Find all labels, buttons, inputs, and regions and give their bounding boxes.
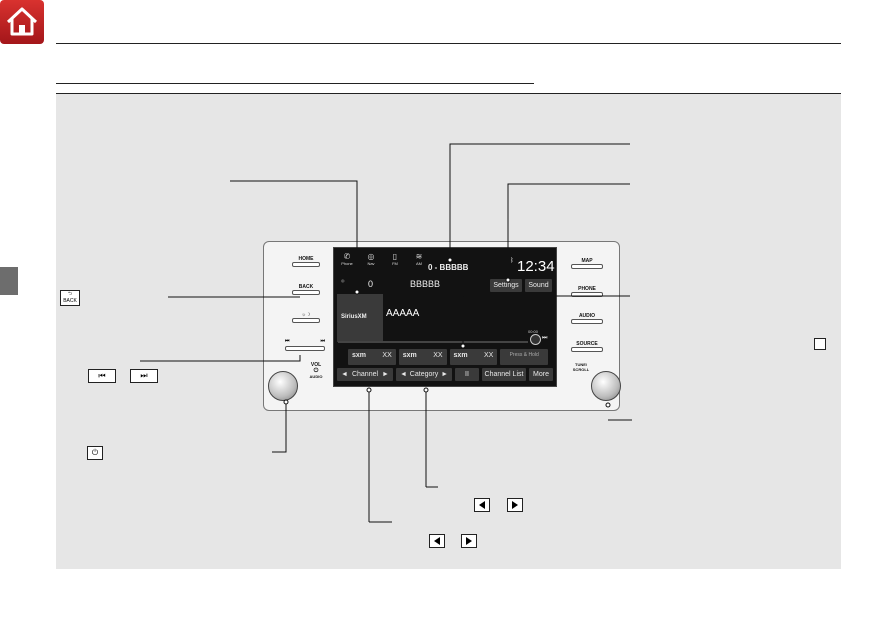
power-icon: ⏻ (87, 446, 103, 460)
preset-bar: sxm XX sxm XX sxm XX Press & Hold (348, 349, 549, 365)
skip-forward-icon: ⏭ (130, 369, 158, 383)
audio-button-bar (571, 319, 603, 324)
back-button-label: BACK (298, 284, 314, 290)
skip-forward-screen-icon[interactable]: ⏭ (542, 335, 548, 341)
bluetooth-icon: ᛒ (510, 258, 514, 264)
back-icon: ⮌BACK (60, 290, 80, 306)
reference-square (814, 338, 826, 350)
volume-audio-label: AUDIO (309, 374, 323, 379)
tab-fm-label: FM (392, 261, 398, 266)
skip-back-icon: ⏮ (88, 369, 116, 383)
phone-icon: ✆ (343, 252, 351, 261)
channel-button[interactable]: ◄ Channel ► (337, 368, 393, 381)
song-title: AAAAA (386, 308, 420, 319)
preset-2-label: XX (433, 352, 443, 359)
phone-button-label: PHONE (578, 286, 596, 292)
channel-right-icon: ► (382, 371, 389, 378)
skip-bar (285, 346, 325, 351)
top-tab-bar: ✆ Phone ◎ Nav ▯ FM ≋ AM (338, 252, 428, 274)
sound-button[interactable]: Sound (525, 279, 552, 292)
press-hold-button[interactable]: Press & Hold (500, 349, 549, 365)
channel-label: Channel (351, 371, 379, 378)
power-icon: ⏻ (313, 368, 319, 374)
progress-track (338, 341, 528, 343)
am-icon: ≋ (415, 252, 423, 261)
home-button[interactable]: HOME (292, 256, 320, 267)
back-button[interactable]: BACK (292, 284, 320, 295)
category-label: Category (409, 371, 439, 378)
category-button[interactable]: ◄ Category ► (396, 368, 452, 381)
tab-phone-label: Phone (341, 261, 353, 266)
home-icon[interactable] (0, 0, 44, 44)
brightness-icon: ☼☽ (301, 312, 311, 318)
source-button-label: SOURCE (576, 341, 598, 347)
preset-1-logo: sxm (352, 352, 367, 359)
nav-icon: ◎ (367, 252, 375, 261)
preset-1-label: XX (382, 352, 392, 359)
category-left-icon: ◄ (400, 371, 407, 378)
channel-name: BBBBB (410, 279, 441, 289)
source-button[interactable]: SOURCE (571, 341, 603, 352)
album-art: SiriusXM (337, 294, 383, 342)
status-text: 0 - BBBBB (428, 263, 469, 272)
skip-forward-icon[interactable]: ⏭ (320, 338, 325, 344)
arrow-right-icon (461, 534, 477, 548)
more-button[interactable]: More (529, 368, 553, 381)
tab-phone[interactable]: ✆ Phone (338, 252, 356, 274)
arrow-left-icon (429, 534, 445, 548)
preset-1[interactable]: sxm XX (348, 349, 396, 365)
clock: 12:34 (517, 258, 555, 275)
tab-nav-label: Nav (367, 261, 375, 266)
settings-button[interactable]: Settings (490, 279, 522, 292)
brightness-button[interactable]: ☼☽ (292, 312, 320, 323)
tune-scroll-label: TUNE/ SCROLL (572, 362, 590, 372)
preset-3-logo: sxm (453, 352, 468, 359)
preset-2-logo: sxm (402, 352, 417, 359)
tab-am[interactable]: ≋ AM (410, 252, 428, 274)
map-button-label: MAP (581, 258, 593, 264)
brightness-button-bar (292, 318, 320, 323)
preset-3-label: XX (483, 352, 494, 359)
tune-scroll-knob[interactable] (591, 371, 621, 401)
tab-nav[interactable]: ◎ Nav (362, 252, 380, 274)
preset-3[interactable]: sxm XX (449, 349, 498, 365)
home-button-label: HOME (298, 256, 314, 262)
replay-button[interactable] (530, 334, 541, 345)
skip-buttons: ⏮ ⏭ (285, 338, 325, 351)
volume-power-knob[interactable] (268, 371, 298, 401)
channel-list-button[interactable]: Channel List (482, 368, 526, 381)
category-right-icon: ► (441, 371, 448, 378)
audio-button-label: AUDIO (578, 313, 596, 319)
channel-number: 0 (368, 279, 374, 289)
channel-left-icon: ◄ (341, 371, 348, 378)
preset-2[interactable]: sxm XX (398, 349, 447, 365)
home-button-bar (292, 262, 320, 267)
section-rule (56, 83, 534, 84)
arrow-left-icon (474, 498, 490, 512)
siriusxm-logo: SiriusXM (341, 314, 367, 320)
tab-am-label: AM (416, 261, 422, 266)
back-button-bar (292, 290, 320, 295)
map-button-bar (571, 264, 603, 269)
fm-icon: ▯ (392, 252, 398, 261)
signal-icon: ◎ (341, 278, 345, 283)
tab-fm[interactable]: ▯ FM (386, 252, 404, 274)
header-rule (56, 43, 841, 44)
chapter-tab (0, 267, 18, 295)
arrow-right-icon (507, 498, 523, 512)
time-readout: 00:00 (528, 329, 539, 334)
audio-button[interactable]: AUDIO (571, 313, 603, 324)
pause-button[interactable]: II (455, 368, 479, 381)
source-button-bar (571, 347, 603, 352)
volume-label: VOL (310, 362, 322, 368)
map-button[interactable]: MAP (571, 258, 603, 269)
skip-back-icon[interactable]: ⏮ (285, 338, 290, 344)
